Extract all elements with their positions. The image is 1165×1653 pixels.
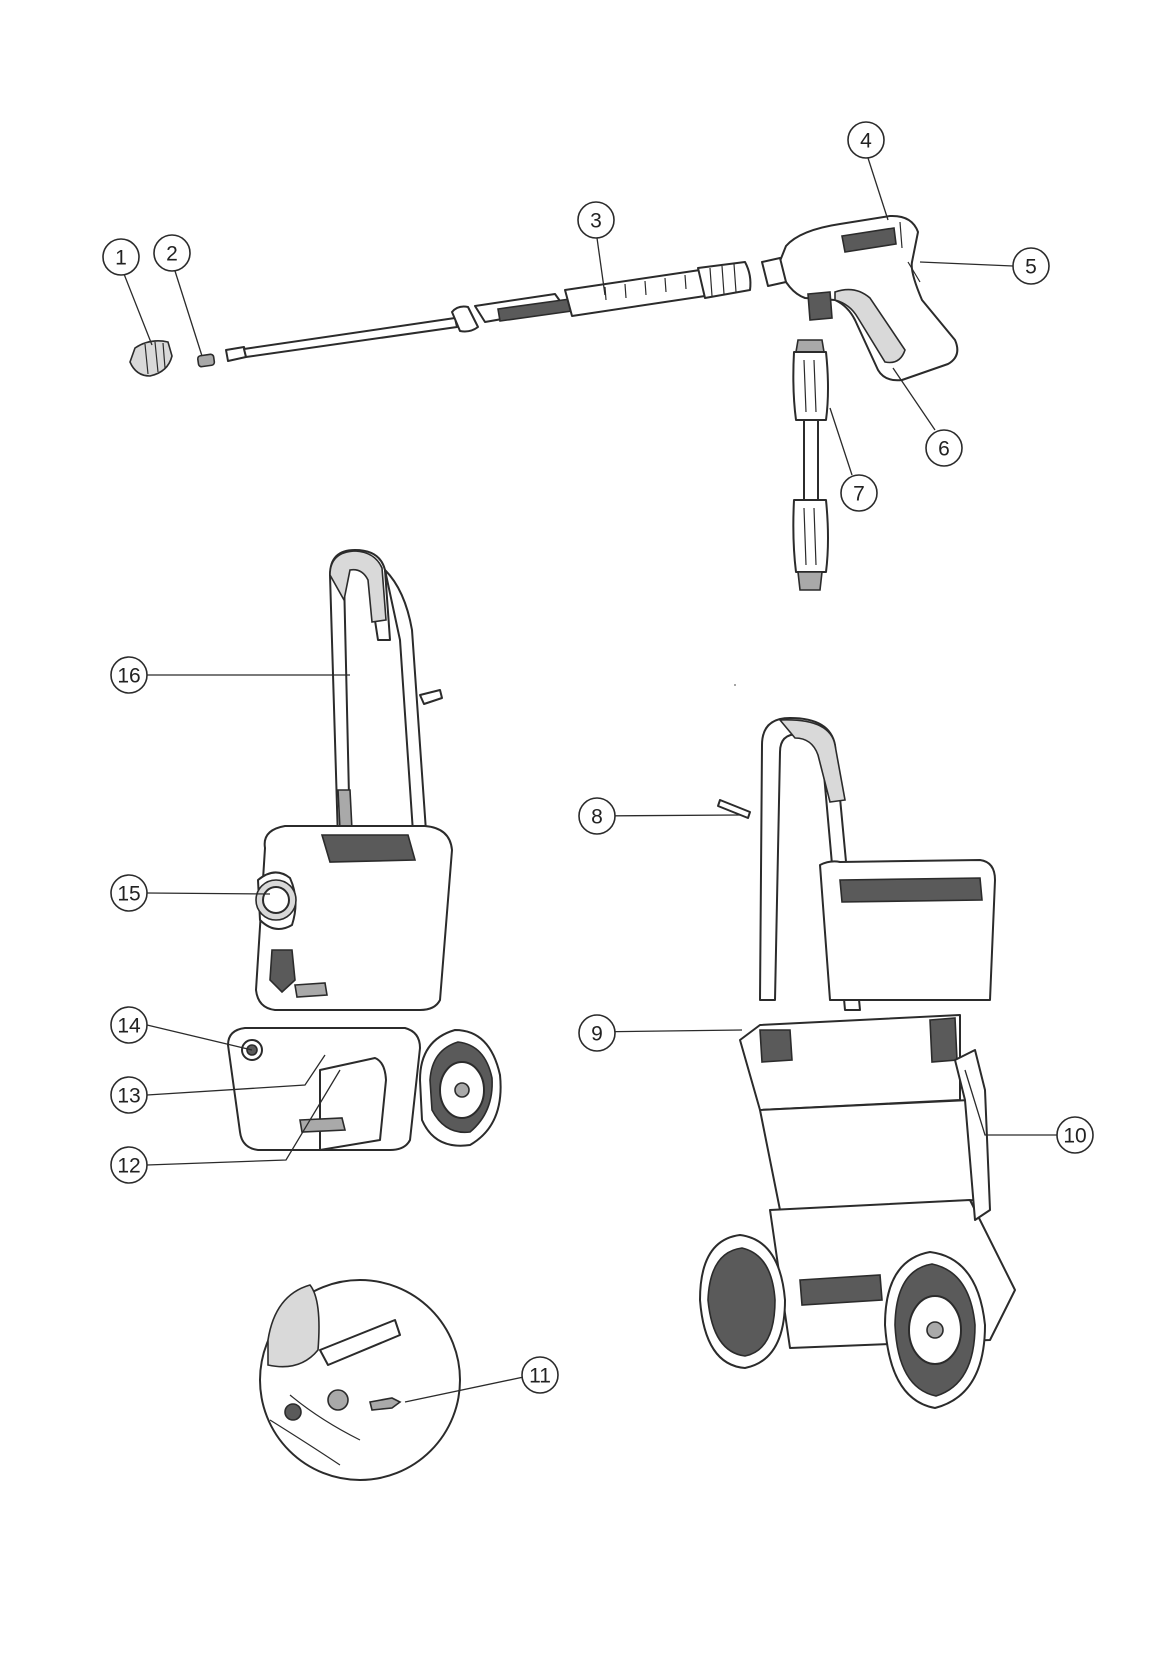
pressure-washer-rear-view (699, 717, 1016, 1409)
svg-text:4: 4 (860, 130, 872, 153)
pressure-washer-front-view (227, 549, 502, 1151)
svg-text:10: 10 (1063, 1125, 1086, 1148)
svg-text:11: 11 (529, 1365, 551, 1388)
callout-9: 9 (578, 1014, 616, 1052)
callout-13: 13 (110, 1076, 148, 1114)
svg-text:13: 13 (117, 1085, 140, 1108)
callout-2: 2 (153, 234, 191, 272)
spray-lance (225, 261, 752, 362)
nozzle-insert (196, 353, 216, 368)
svg-text:2: 2 (166, 243, 178, 266)
callout-8: 8 (578, 797, 616, 835)
callout-5: 5 (1012, 247, 1050, 285)
spray-gun (761, 214, 959, 382)
callout-6: 6 (925, 429, 963, 467)
svg-text:15: 15 (117, 883, 140, 906)
svg-text:6: 6 (938, 438, 950, 461)
callout-1: 1 (102, 238, 140, 276)
callout-3: 3 (577, 201, 615, 239)
svg-text:3: 3 (590, 210, 602, 233)
svg-text:16: 16 (117, 665, 140, 688)
svg-text:12: 12 (117, 1155, 140, 1178)
svg-text:5: 5 (1025, 256, 1037, 279)
svg-text:1: 1 (115, 247, 127, 270)
callout-11: 11 (521, 1356, 559, 1394)
svg-text:7: 7 (853, 483, 865, 506)
callout-14: 14 (110, 1006, 148, 1044)
high-pressure-hose (792, 339, 829, 591)
callout-7: 7 (840, 474, 878, 512)
callout-16: 16 (110, 656, 148, 694)
callout-10: 10 (1056, 1116, 1094, 1154)
nozzle-cap (129, 340, 173, 377)
svg-text:14: 14 (117, 1015, 141, 1038)
callout-4: 4 (847, 121, 885, 159)
stray-dot (734, 684, 736, 686)
callout-12: 12 (110, 1146, 148, 1184)
svg-text:8: 8 (591, 806, 603, 829)
detail-inset (259, 1279, 461, 1481)
callout-15: 15 (110, 874, 148, 912)
svg-text:9: 9 (591, 1023, 603, 1046)
